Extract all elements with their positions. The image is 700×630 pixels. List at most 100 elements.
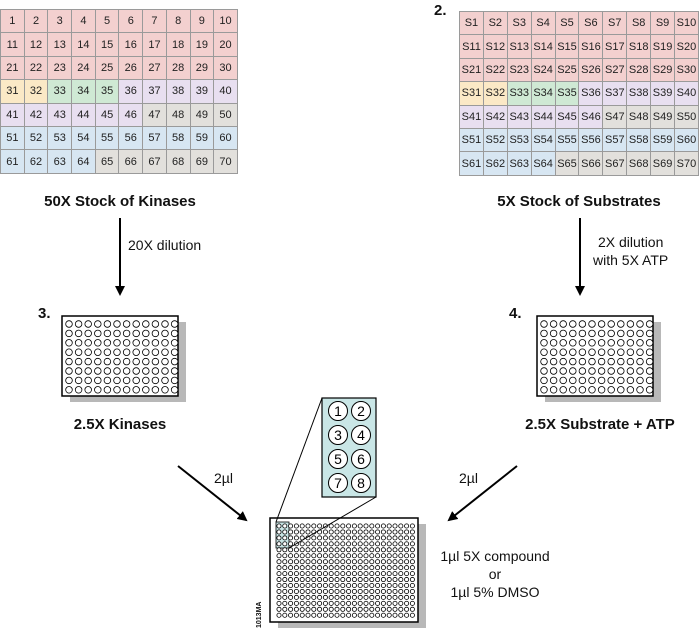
plate-well bbox=[645, 348, 654, 356]
substrate-cell: S49 bbox=[651, 105, 676, 129]
assay-well bbox=[293, 594, 299, 600]
plate-well bbox=[122, 376, 131, 385]
assay-well bbox=[409, 565, 415, 571]
plate-well bbox=[132, 320, 140, 328]
assay-well bbox=[334, 523, 340, 529]
assay-well bbox=[299, 594, 305, 600]
assay-well bbox=[317, 535, 323, 541]
plate-well bbox=[597, 376, 606, 385]
assay-well bbox=[282, 588, 288, 594]
assay-well bbox=[380, 600, 386, 606]
assay-well bbox=[363, 600, 369, 606]
plate-well bbox=[569, 376, 577, 385]
assay-well bbox=[375, 553, 381, 559]
substrate-cell: S1 bbox=[460, 12, 484, 36]
plate-well bbox=[607, 376, 615, 385]
assay-well bbox=[346, 559, 352, 565]
plate-well bbox=[113, 329, 121, 338]
assay-well bbox=[363, 583, 369, 589]
substrate-cell: S42 bbox=[483, 105, 508, 129]
plate-well bbox=[597, 386, 606, 394]
plate-well bbox=[597, 348, 606, 356]
substrate-cell: S26 bbox=[579, 58, 604, 83]
plate-well bbox=[142, 367, 150, 375]
assay-well bbox=[322, 583, 328, 589]
assay-well bbox=[404, 606, 410, 612]
kinase-cell: 13 bbox=[48, 33, 73, 57]
assay-well bbox=[351, 588, 357, 594]
kinase-cell: 2 bbox=[24, 10, 49, 34]
assay-well bbox=[357, 600, 363, 606]
assay-well bbox=[305, 606, 311, 612]
assay-well bbox=[328, 606, 334, 612]
assay-well bbox=[293, 600, 299, 606]
assay-well bbox=[363, 547, 369, 553]
substrate-cell: S59 bbox=[651, 128, 676, 153]
plate-well bbox=[103, 339, 112, 347]
kinase-cell: 56 bbox=[119, 126, 144, 151]
assay-well bbox=[305, 529, 311, 535]
assay-well bbox=[386, 612, 392, 618]
kinase-96-well-plate bbox=[61, 315, 186, 402]
substrate-cell: S37 bbox=[603, 82, 628, 106]
assay-well bbox=[276, 594, 282, 600]
assay-well bbox=[363, 571, 369, 577]
plate-well bbox=[151, 367, 160, 375]
assay-well bbox=[357, 559, 363, 565]
assay-well bbox=[351, 553, 357, 559]
assay-well bbox=[311, 588, 317, 594]
plate-well bbox=[597, 320, 606, 328]
substrate-stock-caption: 5X Stock of Substrates bbox=[497, 193, 661, 210]
assay-well bbox=[392, 588, 398, 594]
inset-well bbox=[328, 449, 348, 469]
plate-well bbox=[588, 367, 596, 375]
assay-well bbox=[363, 553, 369, 559]
step-4-label: 4. bbox=[509, 305, 522, 322]
plate-well bbox=[559, 386, 567, 394]
assay-well bbox=[317, 571, 323, 577]
plate-well bbox=[103, 348, 112, 356]
kinase-cell: 4 bbox=[72, 10, 96, 34]
assay-well bbox=[334, 565, 340, 571]
assay-well bbox=[351, 559, 357, 565]
kinase-cell: 43 bbox=[48, 103, 73, 127]
substrate-cell: S41 bbox=[460, 105, 484, 129]
plate-well bbox=[142, 386, 150, 394]
plate-well bbox=[151, 320, 160, 328]
kinase-cell: 70 bbox=[214, 150, 238, 174]
right-transfer-label: 2µl bbox=[459, 470, 478, 486]
assay-well bbox=[317, 559, 323, 565]
plate-well bbox=[161, 329, 169, 338]
plate-well bbox=[645, 339, 654, 347]
assay-well bbox=[334, 612, 340, 618]
substrate-cell: S53 bbox=[507, 128, 532, 153]
assay-well bbox=[404, 612, 410, 618]
assay-well bbox=[409, 535, 415, 541]
assay-well bbox=[322, 565, 328, 571]
kinase-cell: 14 bbox=[72, 33, 96, 57]
plate-well bbox=[113, 376, 121, 385]
plate-well bbox=[142, 376, 150, 385]
plate-well bbox=[559, 329, 567, 338]
assay-well bbox=[404, 553, 410, 559]
assay-well bbox=[369, 571, 375, 577]
assay-well bbox=[357, 535, 363, 541]
assay-well bbox=[293, 553, 299, 559]
assay-well bbox=[317, 547, 323, 553]
assay-well bbox=[398, 535, 404, 541]
assay-well bbox=[346, 594, 352, 600]
assay-well bbox=[276, 583, 282, 589]
assay-well bbox=[380, 529, 386, 535]
plate-well bbox=[549, 367, 558, 375]
assay-well bbox=[398, 594, 404, 600]
substrate-cell: S66 bbox=[579, 152, 604, 176]
plate-well bbox=[94, 386, 102, 394]
plate-well bbox=[540, 376, 548, 385]
assay-well bbox=[276, 541, 282, 547]
kinase-cell: 23 bbox=[48, 56, 73, 81]
assay-well bbox=[392, 577, 398, 583]
plate-well bbox=[74, 357, 83, 366]
assay-well bbox=[288, 559, 294, 565]
substrate-cell: S46 bbox=[579, 105, 604, 129]
plate-well bbox=[617, 320, 625, 328]
